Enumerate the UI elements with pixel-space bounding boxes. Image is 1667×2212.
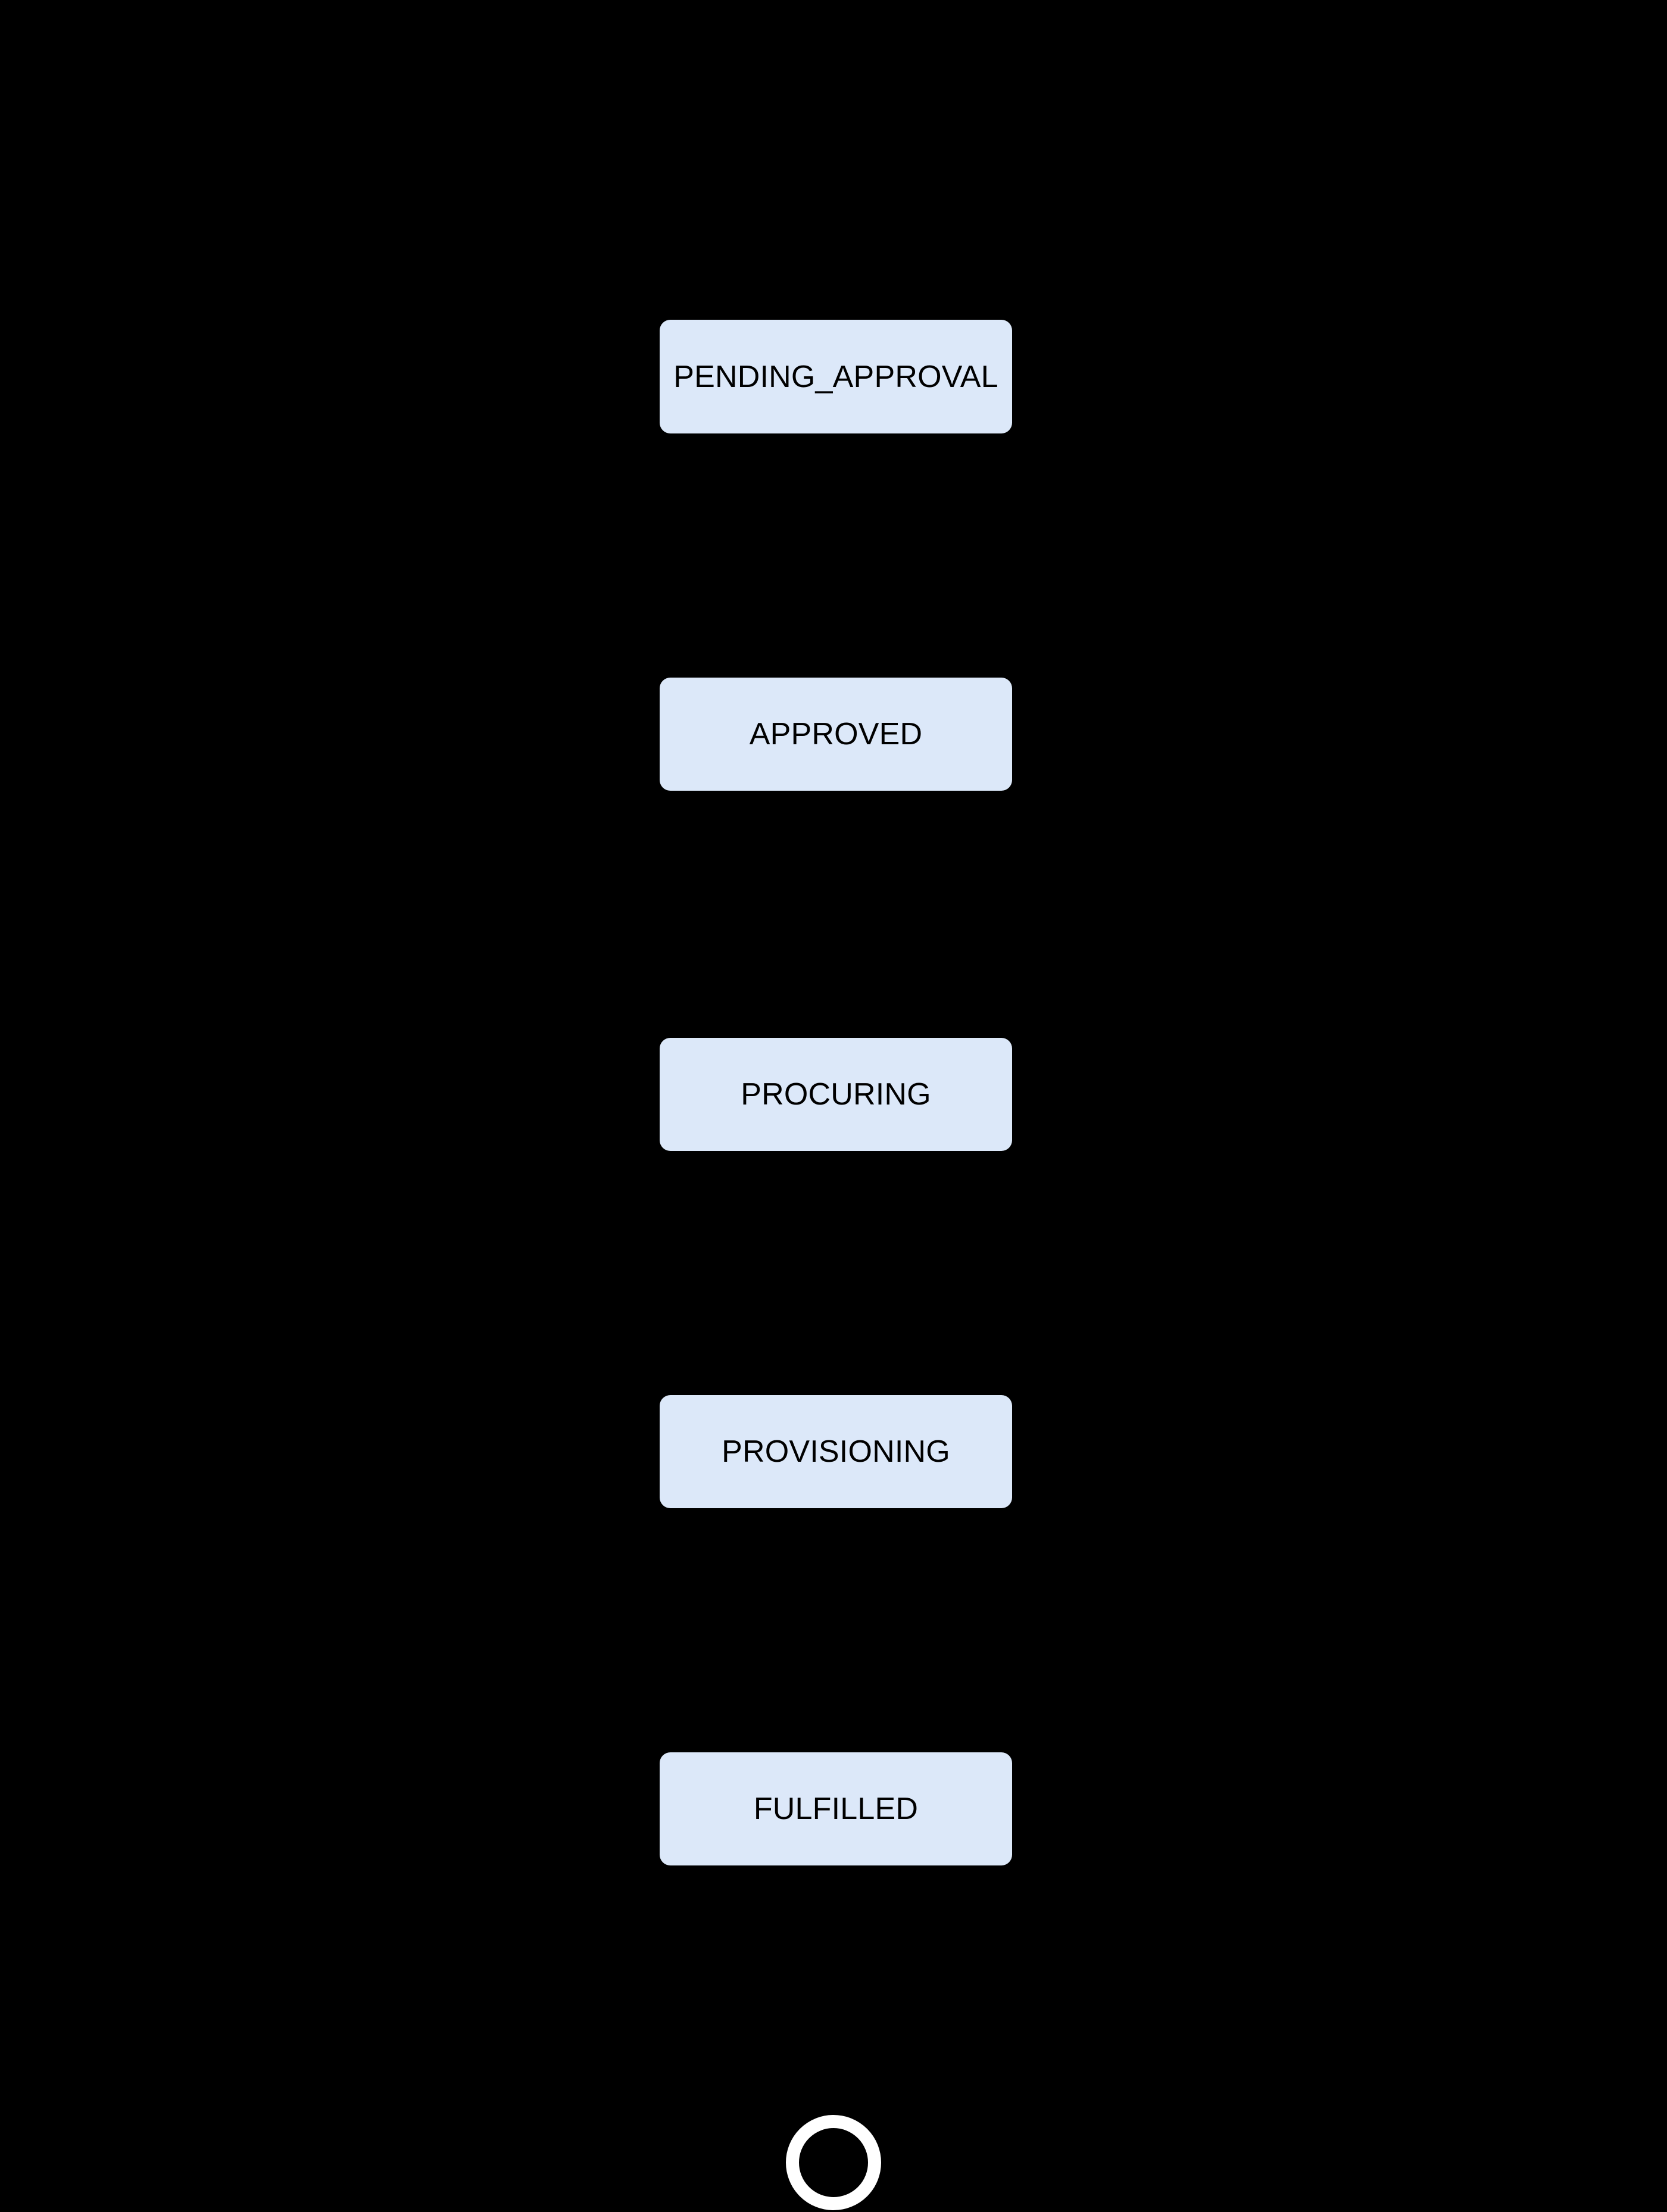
state-node-procuring[interactable]: PROCURING bbox=[660, 1038, 1012, 1151]
state-node-label: PROVISIONING bbox=[722, 1434, 950, 1469]
state-node-label: APPROVED bbox=[749, 717, 923, 751]
terminal-end-node bbox=[786, 2115, 881, 2210]
state-node-approved[interactable]: APPROVED bbox=[660, 678, 1012, 791]
state-node-label: FULFILLED bbox=[753, 1792, 919, 1826]
state-node-label: PROCURING bbox=[741, 1077, 931, 1112]
state-node-provisioning[interactable]: PROVISIONING bbox=[660, 1395, 1012, 1508]
state-node-pending-approval[interactable]: PENDING_APPROVAL bbox=[660, 320, 1012, 433]
state-node-fulfilled[interactable]: FULFILLED bbox=[660, 1752, 1012, 1865]
state-node-label: PENDING_APPROVAL bbox=[673, 359, 998, 394]
